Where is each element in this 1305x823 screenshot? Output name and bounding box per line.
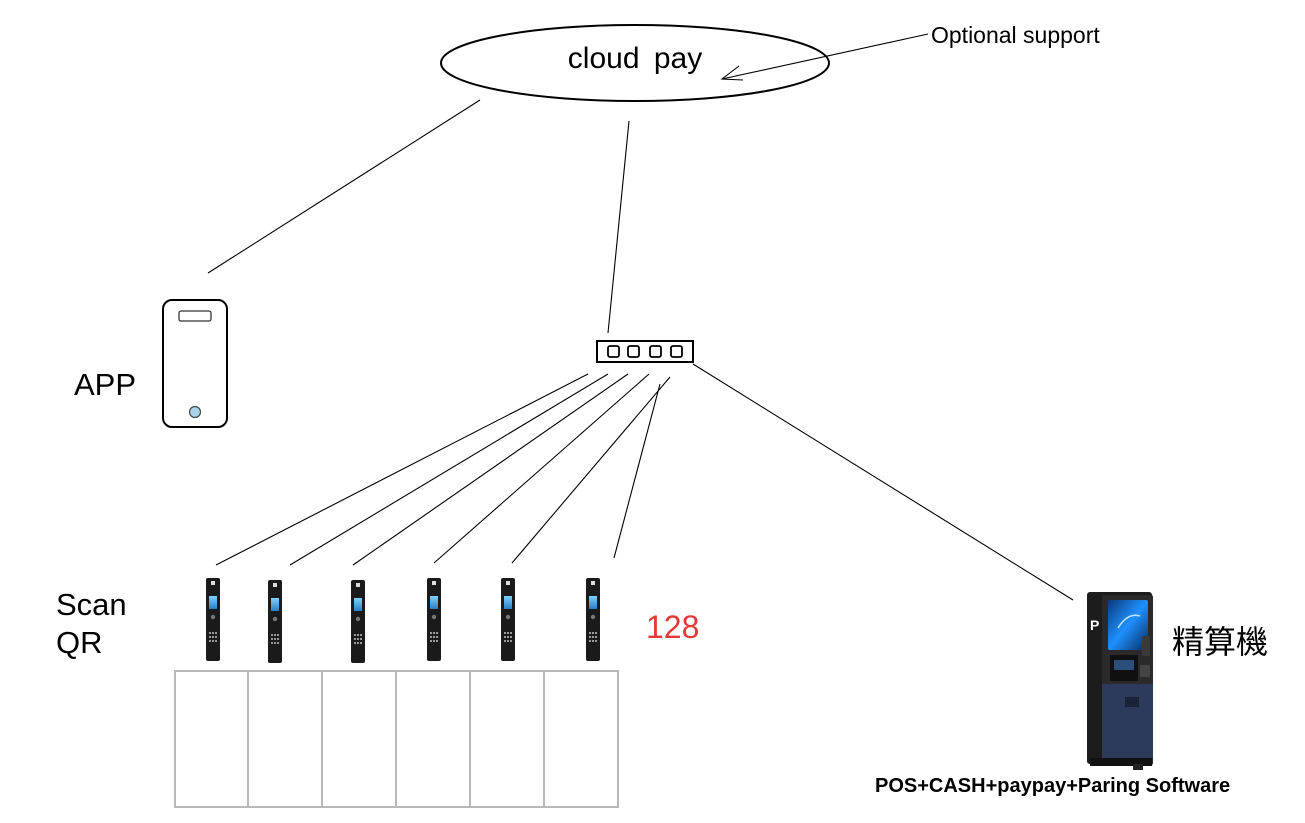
connection-lines [207,99,1074,601]
qr-scanner-icon [268,580,282,663]
switch-to-scanner-link [289,373,609,566]
switch-to-scanner-link [511,376,671,564]
qr-scanner-icon [586,578,600,661]
optional-support-arrow [720,33,929,81]
qr-scanner-icon [427,578,441,661]
cloud-node [440,24,830,102]
cloud-to-switch-link [607,120,630,334]
scanner-count-label: 128 [646,609,700,645]
scan-qr-label: Scan QR [56,586,127,662]
switch-to-scanner-link [352,373,629,566]
kiosk-label: 精算機 [1172,623,1269,661]
switch-to-scanner-link [613,383,661,559]
qr-scanner-icon [206,578,220,661]
optional-support-label: Optional support [931,22,1100,48]
scan-qr-label-line2: QR [56,624,103,660]
app-label: APP [74,367,137,402]
qr-scanners [206,578,600,663]
network-switch-icon [596,340,694,363]
switch-to-scanner-link [215,373,589,566]
smartphone-icon [162,299,228,428]
cloud-to-app-link [207,99,481,274]
cloud-pay-label: cloud pay [567,42,703,75]
qr-scanner-icon [501,578,515,661]
qr-scanner-icon [351,580,365,663]
kiosk-caption: POS+CASH+paypay+Paring Software [875,775,1231,797]
scan-qr-label-line1: Scan [56,587,127,622]
svg-text:P: P [1090,617,1099,633]
switch-to-scanner-link [433,373,650,564]
locker-bank [174,670,619,808]
switch-to-kiosk-link [692,363,1074,601]
payment-kiosk-icon: P [1087,592,1153,770]
